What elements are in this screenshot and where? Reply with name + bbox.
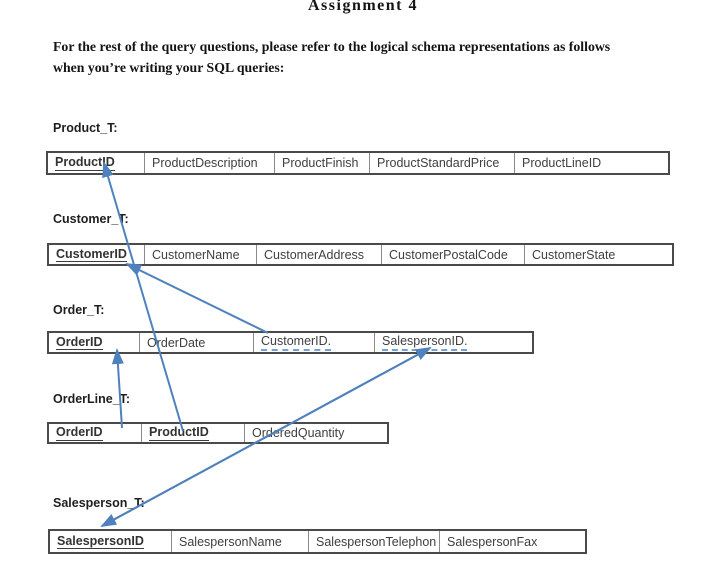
fk-arrow-OrderLine_T.ProductID-to-Product_T.ProductID (102, 161, 184, 432)
column-cell-customername: CustomerName (145, 245, 257, 264)
column-cell-orderedquantity: OrderedQuantity (245, 424, 387, 442)
intro-line-2: when you’re writing your SQL queries: (53, 60, 285, 75)
column-name: ProductFinish (282, 156, 359, 170)
column-name: CustomerPostalCode (389, 247, 508, 262)
column-cell-salespersonfax: SalespersonFax (440, 531, 585, 552)
column-cell-productdescription: ProductDescription (145, 153, 275, 173)
column-name: ProductID (55, 155, 115, 171)
column-name: ProductStandardPrice (377, 156, 500, 170)
column-name: SalespersonName (179, 534, 282, 549)
column-name: CustomerState (532, 247, 616, 262)
column-name: OrderID (56, 334, 103, 351)
column-name: SalespersonTelephon (316, 534, 437, 549)
column-cell-orderid: OrderID (49, 333, 140, 352)
column-cell-customeraddress: CustomerAddress (257, 245, 382, 264)
column-cell-productid-pk: ProductID (142, 424, 245, 442)
column-name: OrderID (56, 425, 103, 441)
column-name: CustomerName (152, 247, 240, 262)
table-label-product: Product_T: (53, 121, 118, 135)
schema-table-orderline: OrderID ProductID OrderedQuantity (47, 422, 389, 444)
column-cell-productfinish: ProductFinish (275, 153, 370, 173)
intro-paragraph: For the rest of the query questions, ple… (53, 36, 610, 78)
column-name: ProductID (149, 425, 209, 441)
table-label-orderline: OrderLine_T: (53, 392, 131, 406)
column-cell-salespersontelephon: SalespersonTelephon (309, 531, 440, 552)
schema-table-product: ProductID ProductDescription ProductFini… (46, 151, 670, 175)
column-name: SalespersonFax (447, 534, 538, 549)
column-cell-salespersonname: SalespersonName (172, 531, 309, 552)
column-name: OrderDate (147, 335, 206, 350)
column-name: SalespersonID (57, 533, 144, 550)
column-cell-customerpostalcode: CustomerPostalCode (382, 245, 525, 264)
page-title: Assignment 4 (307, 0, 418, 14)
fk-arrow-Order_T.CustomerID-to-Customer_T.CustomerID (125, 263, 269, 334)
column-name: OrderedQuantity (252, 426, 345, 440)
table-label-salesperson: Salesperson_T: (53, 496, 145, 510)
column-cell-customerstate: CustomerState (525, 245, 672, 264)
intro-line-1: For the rest of the query questions, ple… (53, 39, 611, 54)
column-name: SalespersonID. (382, 334, 468, 351)
column-name: CustomerID. (261, 334, 332, 351)
column-name: ProductLineID (522, 156, 602, 170)
column-name: CustomerID (56, 246, 127, 263)
table-label-order: Order_T: (53, 303, 105, 317)
column-cell-orderid-pk: OrderID (49, 424, 142, 442)
column-cell-productlineid: ProductLineID (515, 153, 668, 173)
column-cell-customerid-fk: CustomerID. (254, 333, 375, 352)
column-cell-productstandardprice: ProductStandardPrice (370, 153, 515, 173)
schema-table-customer: CustomerID CustomerName CustomerAddress … (47, 243, 674, 266)
schema-table-salesperson: SalespersonID SalespersonName Salesperso… (48, 529, 587, 554)
column-cell-salespersonid-fk: SalespersonID. (375, 333, 532, 352)
column-name: CustomerAddress (264, 247, 365, 262)
column-cell-salespersonid: SalespersonID (50, 531, 172, 552)
schema-table-order: OrderID OrderDate CustomerID. Salesperso… (47, 331, 534, 354)
column-cell-customerid: CustomerID (49, 245, 145, 264)
column-cell-productid: ProductID (48, 153, 145, 173)
column-name: ProductDescription (152, 156, 258, 170)
table-label-customer: Customer_T: (53, 212, 129, 226)
fk-arrow-OrderLine_T.OrderID-to-Order_T.OrderID (111, 348, 124, 429)
column-cell-orderdate: OrderDate (140, 333, 254, 352)
